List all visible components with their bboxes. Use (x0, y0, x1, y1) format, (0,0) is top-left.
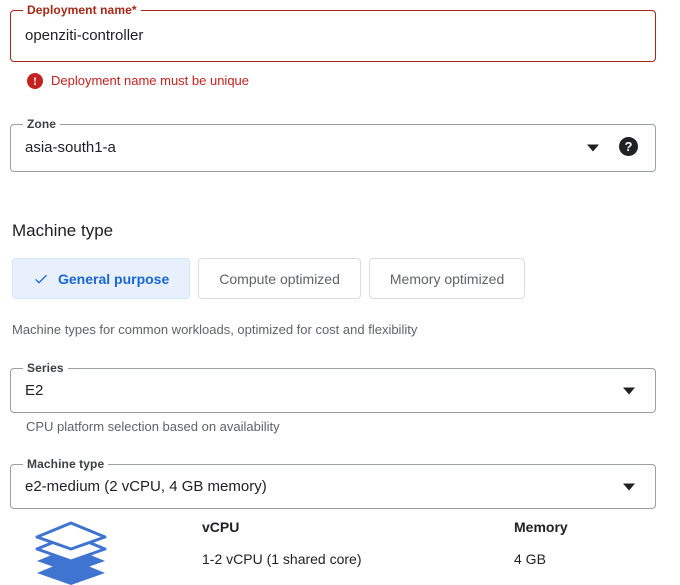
machine-type-field[interactable]: Machine type e2-medium (2 vCPU, 4 GB mem… (10, 457, 656, 509)
zone-field[interactable]: Zone asia-south1-a (10, 117, 656, 172)
machine-type-toggle-group[interactable]: General purpose Compute optimized Memory… (12, 258, 526, 299)
zone-selected-value[interactable]: asia-south1-a (25, 139, 116, 156)
toggle-compute-optimized[interactable]: Compute optimized (198, 258, 361, 299)
spec-vcpu-value: 1-2 vCPU (1 shared core) (202, 551, 362, 567)
spec-column-memory: Memory 4 GB (514, 518, 568, 568)
deployment-name-input-value[interactable]: openziti-controller (25, 27, 144, 44)
series-selected-value[interactable]: E2 (25, 381, 44, 399)
chevron-down-icon[interactable] (587, 144, 599, 152)
toggle-memory-optimized[interactable]: Memory optimized (368, 258, 526, 299)
toggle-general-purpose-label: General purpose (58, 270, 170, 287)
required-asterisk: * (131, 3, 137, 17)
machine-type-heading: Machine type (12, 221, 114, 240)
check-icon (35, 274, 47, 284)
toggle-compute-optimized-label: Compute optimized (219, 270, 340, 287)
machine-type-field-label: Machine type (23, 457, 109, 471)
spec-vcpu-header: vCPU (202, 519, 240, 535)
series-field[interactable]: Series E2 (10, 361, 656, 413)
zone-label: Zone (23, 117, 61, 131)
chevron-down-icon[interactable] (623, 483, 635, 490)
machine-type-helper-text: Machine types for common workloads, opti… (12, 322, 418, 337)
stacked-layers-icon (35, 521, 107, 585)
help-question-icon[interactable]: ? (619, 137, 638, 156)
deployment-name-label: Deployment name* (23, 3, 141, 17)
deployment-name-field[interactable]: Deployment name* openziti-controller (10, 3, 656, 62)
series-helper-text: CPU platform selection based on availabi… (26, 419, 280, 434)
machine-type-selected-value[interactable]: e2-medium (2 vCPU, 4 GB memory) (25, 477, 267, 495)
toggle-memory-optimized-label: Memory optimized (389, 270, 505, 287)
chevron-down-icon[interactable] (623, 387, 635, 394)
series-label: Series (23, 361, 68, 375)
error-exclamation-icon: ! (27, 73, 43, 89)
deployment-name-error: ! Deployment name must be unique (27, 73, 249, 89)
toggle-general-purpose[interactable]: General purpose (12, 258, 191, 299)
spec-memory-value: 4 GB (514, 551, 546, 567)
spec-memory-header: Memory (514, 519, 568, 535)
deployment-name-error-text: Deployment name must be unique (51, 73, 250, 88)
spec-column-vcpu: vCPU 1-2 vCPU (1 shared core) (202, 518, 362, 568)
